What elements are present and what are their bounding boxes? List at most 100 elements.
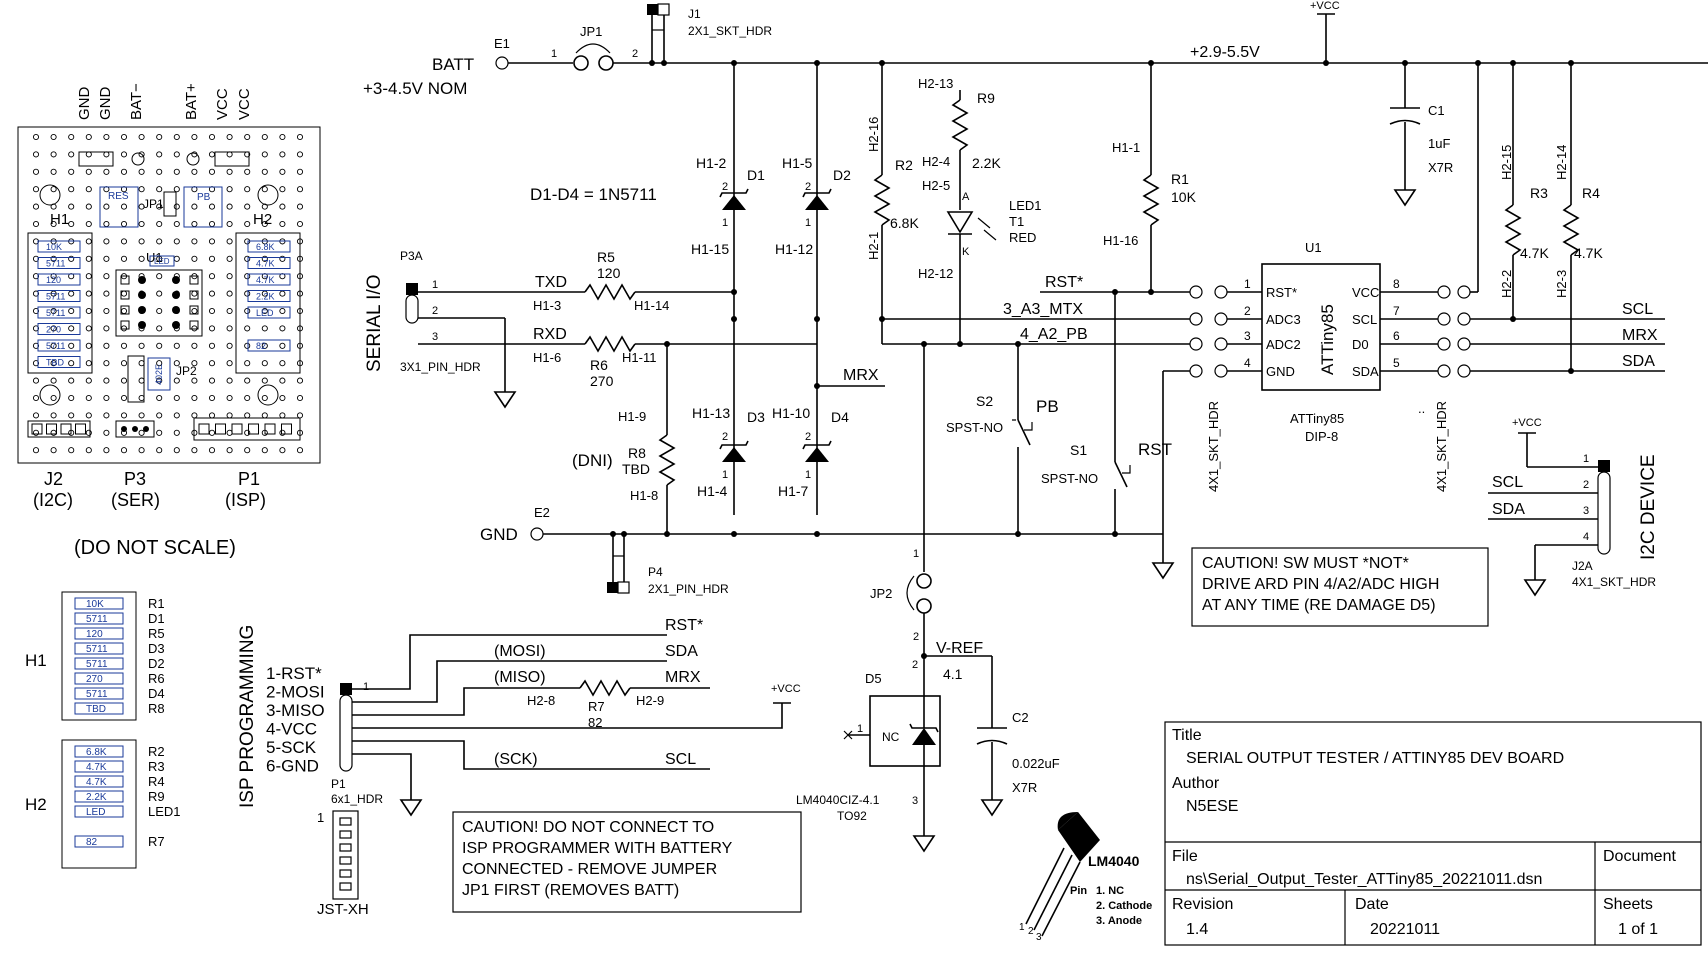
to92-body [1058, 812, 1100, 862]
board-hole [173, 377, 180, 384]
d2-top: H1-5 [782, 155, 813, 171]
d5-body [869, 695, 941, 767]
board-hole [191, 203, 198, 210]
board-hole [296, 412, 304, 419]
d3-body [722, 447, 746, 462]
do-not-scale-note: (DO NOT SCALE) [74, 537, 236, 559]
s2-ref: S2 [976, 393, 993, 409]
legend-h1-part [74, 642, 124, 655]
caution-switch-box [1191, 547, 1489, 627]
isp-miso-wire [352, 687, 580, 716]
board-hole [261, 447, 268, 454]
d4-body [805, 447, 829, 462]
jp1-pin2: 2 [632, 48, 638, 60]
u1-left-pin-num: 2 [1244, 304, 1251, 318]
board-hole [191, 290, 198, 297]
board-hole [191, 412, 198, 419]
board-hole [68, 290, 75, 297]
board-hole [244, 307, 251, 315]
jp1-board-pad [163, 191, 177, 217]
board-hole [68, 360, 75, 367]
jp1-arc [575, 43, 611, 54]
h1-board-part [37, 257, 81, 269]
board-hole [85, 186, 92, 193]
caution-isp-line4: JP1 FIRST (REMOVES BATT) [462, 882, 679, 899]
jst-pin1: 1 [317, 810, 324, 825]
board-hole [173, 394, 180, 402]
s1-type: SPST-NO [1041, 471, 1098, 486]
board-hole [191, 133, 198, 141]
p1-board-pin [248, 423, 259, 435]
jp1-pad1 [573, 55, 589, 71]
i2c-pin2: 2 [1583, 479, 1589, 491]
board-hole [32, 186, 40, 193]
jst-label: JST-XH [317, 901, 369, 918]
u1-left-socket-pin [1214, 312, 1228, 326]
board-hole [173, 168, 180, 175]
u1-right-hdr: 4X1_SKT_HDR [1434, 401, 1449, 492]
board-hole [226, 220, 233, 228]
r5-body [584, 283, 636, 301]
board-hole [261, 342, 268, 349]
board-hole [279, 394, 286, 402]
board-hole [208, 290, 216, 297]
h1-board-part-label: 5711 [46, 259, 65, 269]
title-block: Title SERIAL OUTPUT TESTER / ATTINY85 DE… [1164, 721, 1702, 946]
board-hole [85, 342, 92, 349]
board-hole [226, 360, 233, 367]
h2-board-part-label: 4.7K [256, 275, 275, 285]
board-hole [226, 255, 233, 262]
r3-top: H2-15 [1499, 145, 1514, 180]
board-hole [138, 168, 145, 175]
jp2-pin2: 2 [913, 631, 919, 643]
p4-ref: P4 [648, 565, 663, 579]
board-hole [261, 307, 268, 315]
board-hole [50, 360, 57, 367]
isp-vcc-label: +VCC [771, 683, 801, 695]
tb-revision-label: Revision [1172, 896, 1233, 913]
j1-ref: J1 [688, 7, 701, 21]
led-node [957, 341, 963, 347]
board-hole [68, 151, 75, 158]
board-hole [85, 412, 92, 419]
h1-board-part-label: 10K [46, 242, 62, 252]
i2c-title: I2C DEVICE [1638, 454, 1659, 560]
board-hole [191, 238, 198, 245]
u1-left-socket-pin [1189, 312, 1203, 326]
i2c-scl-label: SCL [1492, 474, 1523, 491]
board-hole [226, 151, 233, 158]
led-board-outline [149, 255, 175, 267]
u1-board-pad [120, 290, 130, 300]
s2-type: SPST-NO [946, 420, 1003, 435]
d2-node-mid [814, 316, 820, 322]
board-hole [32, 447, 40, 454]
legend-h1-ref: D2 [148, 656, 165, 671]
u1-left-pin-label: ADC2 [1266, 337, 1301, 352]
board-hole [173, 412, 180, 419]
board-hole [156, 412, 163, 419]
board-hole [156, 394, 163, 402]
board-hole [120, 307, 128, 315]
r5-ref: R5 [597, 249, 615, 265]
j2-board-pin [46, 423, 57, 435]
board-hole [296, 186, 304, 193]
board-hole [120, 447, 128, 454]
board-hole [191, 342, 198, 349]
d1-body [722, 195, 746, 210]
h1-board-part [37, 356, 81, 368]
board-hole [156, 133, 163, 141]
j2a-pin1 [1598, 460, 1610, 472]
board-hole [226, 186, 233, 193]
isp-pin-label: 2-MOSI [266, 683, 325, 702]
h1-board-part-label: 5711 [46, 292, 65, 302]
r1-top: H1-1 [1112, 140, 1140, 155]
h2-board-part-label: 4.7K [256, 259, 275, 269]
batt-label: BATT [432, 55, 474, 74]
r1-rst-node [1148, 289, 1154, 295]
board-hole [50, 133, 57, 141]
c2-value: 0.022uF [1012, 756, 1060, 771]
d5-nc: NC [882, 730, 900, 744]
legend-h2-part-label: LED [86, 807, 105, 818]
board-hole [120, 342, 128, 349]
